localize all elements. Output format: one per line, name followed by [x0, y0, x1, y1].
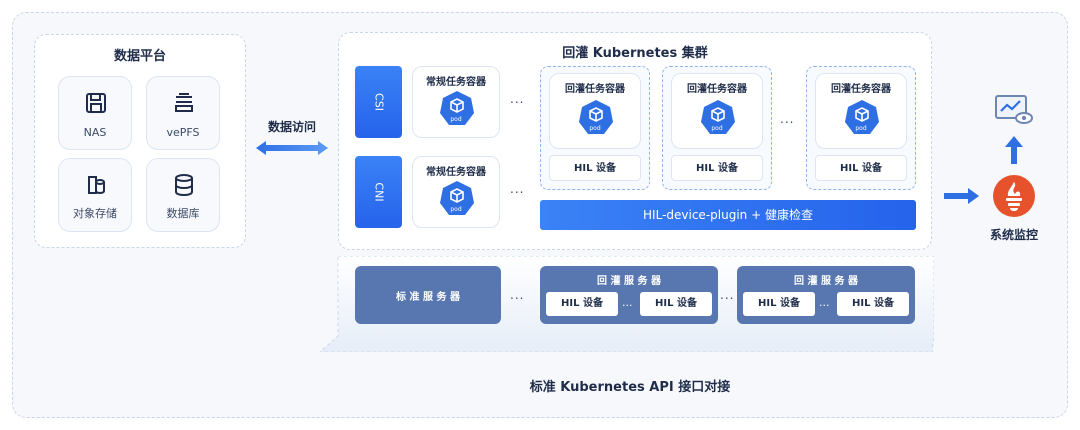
hil-device: HIL 设备 [743, 292, 815, 316]
pod-icon [579, 100, 613, 134]
regular-task-label: 常规任务容器 [426, 77, 486, 88]
ellipsis: ... [780, 112, 795, 126]
pod-icon [845, 100, 879, 134]
hil-device: HIL 设备 [546, 292, 618, 316]
replay-server-label: 回 灌 服 务 器 [794, 276, 858, 287]
pod-label: pod [450, 206, 462, 213]
replay-task-group-3: 回灌任务容器 pod HIL 设备 [806, 66, 916, 190]
vepfs-tile: vePFS [146, 76, 220, 150]
bidirectional-arrow-icon [256, 141, 328, 155]
cni-bar: CNI [355, 156, 402, 228]
ellipsis: ... [622, 296, 633, 309]
replay-task-group-2: 回灌任务容器 pod HIL 设备 [662, 66, 772, 190]
server-stack-icon [175, 93, 193, 112]
data-platform-title: 数据平台 [113, 49, 166, 64]
replay-task-label: 回灌任务容器 [687, 84, 747, 95]
right-arrow-icon [944, 188, 979, 204]
nas-label: NAS [83, 126, 107, 139]
bottom-api-label: 标准 Kubernetes API 接口对接 [529, 380, 731, 395]
pod-icon [440, 91, 474, 125]
system-monitoring-label: 系统监控 [989, 228, 1038, 242]
standard-server: 标 准 服 务 器 [355, 266, 501, 324]
monitor-screen-icon [995, 95, 1033, 124]
replay-task-label: 回灌任务容器 [831, 84, 891, 95]
prometheus-icon [993, 175, 1035, 217]
ellipsis: ... [819, 296, 830, 309]
replay-task-group-1: 回灌任务容器 pod HIL 设备 [540, 66, 650, 190]
replay-server-2: 回 灌 服 务 器 HIL 设备 ... HIL 设备 [737, 266, 915, 324]
pod-label: pod [589, 125, 601, 132]
floppy-disk-icon [86, 93, 106, 113]
ellipsis: ... [510, 92, 525, 106]
replay-server-1: 回 灌 服 务 器 HIL 设备 ... HIL 设备 [540, 266, 718, 324]
ellipsis: ... [510, 288, 525, 302]
hil-device: HIL 设备 [837, 292, 909, 316]
csi-bar: CSI [355, 66, 402, 138]
hil-device: HIL 设备 [815, 155, 907, 181]
vepfs-label: vePFS [166, 126, 200, 139]
regular-task-container-1: 常规任务容器 pod [412, 66, 500, 138]
data-access-label: 数据访问 [267, 120, 316, 134]
hil-device-plugin-bar: HIL-device-plugin + 健康检查 [540, 200, 916, 230]
regular-task-container-2: 常规任务容器 pod [412, 156, 500, 228]
pod-icon [440, 181, 474, 215]
hil-device: HIL 设备 [549, 155, 641, 181]
up-arrow-icon [1005, 136, 1023, 164]
object-storage-label: 对象存储 [73, 207, 117, 220]
database-tile: 数据库 [146, 158, 220, 232]
ellipsis: ... [720, 288, 735, 302]
ellipsis: ... [510, 182, 525, 196]
regular-task-label: 常规任务容器 [426, 167, 486, 178]
hil-device: HIL 设备 [640, 292, 712, 316]
csi-label: CSI [372, 93, 385, 111]
cni-label: CNI [372, 182, 385, 202]
replay-task-container: 回灌任务容器 pod [815, 73, 907, 149]
database-label: 数据库 [166, 207, 200, 220]
replay-task-container: 回灌任务容器 pod [549, 73, 641, 149]
pod-icon [701, 100, 735, 134]
object-storage-icon [88, 176, 105, 195]
standard-server-label: 标 准 服 务 器 [396, 292, 460, 303]
replay-task-label: 回灌任务容器 [565, 84, 625, 95]
replay-task-container: 回灌任务容器 pod [671, 73, 763, 149]
database-icon [175, 174, 193, 197]
replay-server-label: 回 灌 服 务 器 [597, 276, 661, 287]
object-storage-tile: 对象存储 [58, 158, 132, 232]
pod-label: pod [450, 116, 462, 123]
hil-device: HIL 设备 [671, 155, 763, 181]
nas-tile: NAS [58, 76, 132, 150]
pod-label: pod [855, 125, 867, 132]
cluster-title: 回灌 Kubernetes 集群 [562, 46, 708, 61]
pod-label: pod [711, 125, 723, 132]
